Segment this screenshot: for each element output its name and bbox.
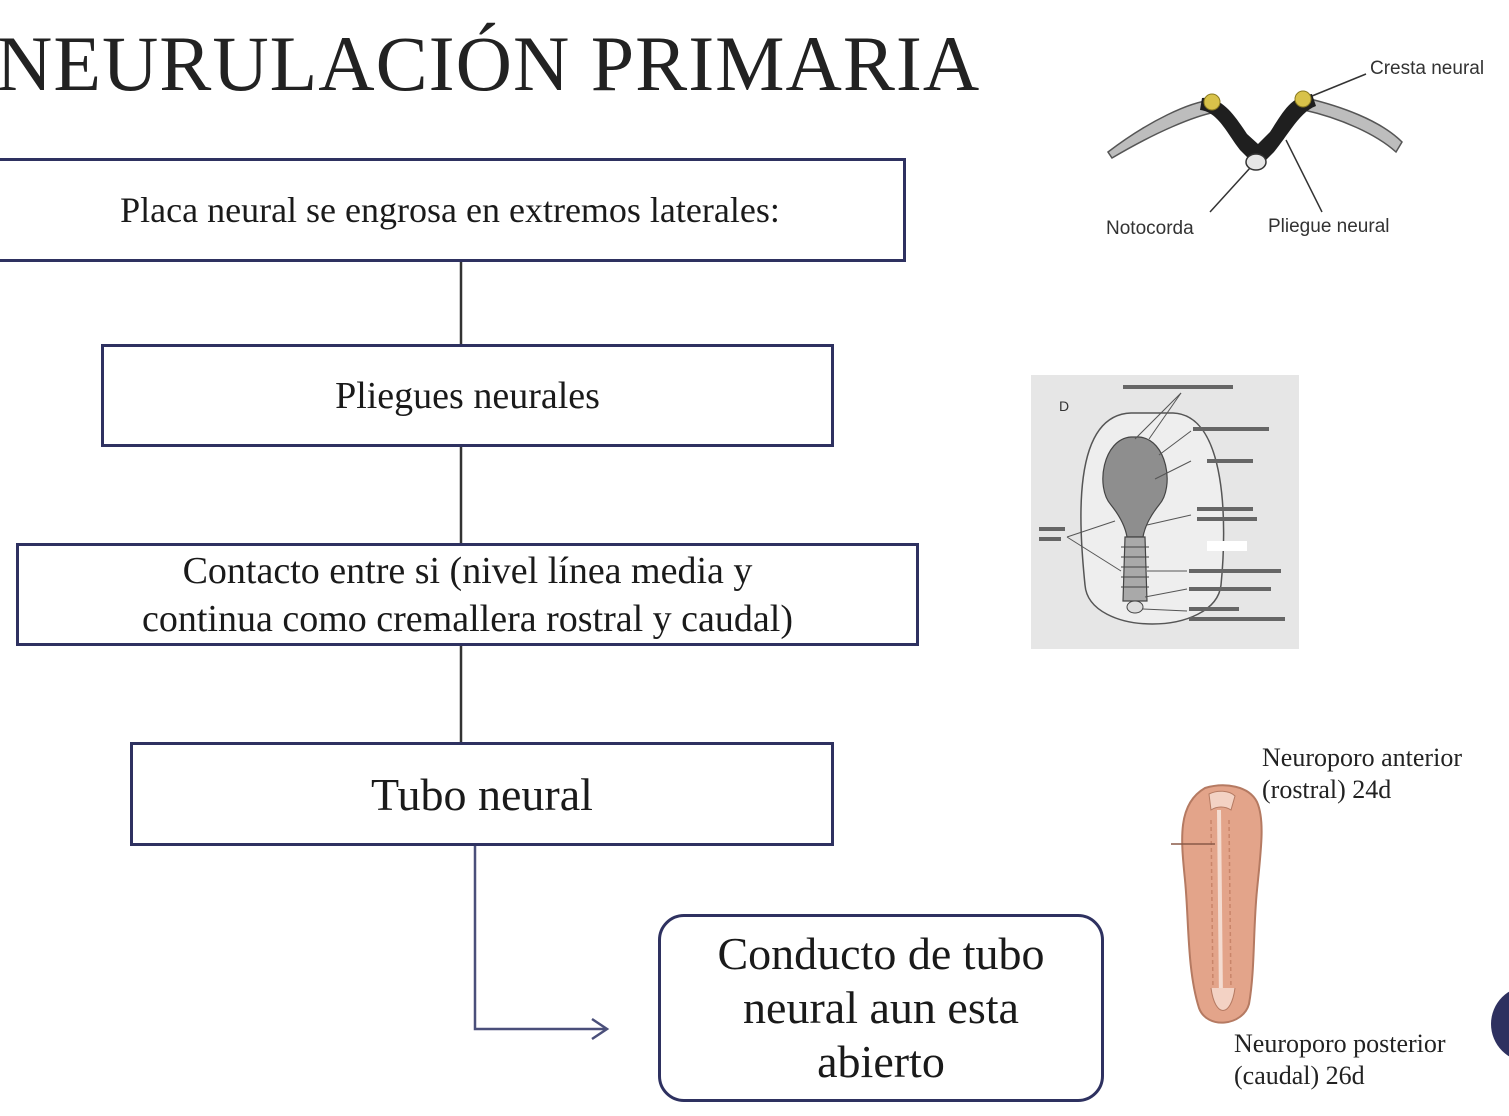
neural-groove [1217,809,1223,1001]
leader [1142,608,1188,612]
label-neuroporo-posterior: Neuroporo posterior (caudal) 26d [1234,1028,1446,1092]
leader-notocorda [1209,167,1251,213]
neural-fold-cross-section-figure [1106,73,1403,213]
tiny-label [1189,607,1239,611]
step-conducto-line1: Conducto de tubo [717,928,1045,979]
label-cresta-neural: Cresta neural [1370,58,1485,79]
anterior-neuropore [1208,790,1236,811]
step-tubo-neural: Tubo neural [130,742,834,846]
leader [1158,430,1192,456]
ectoderm-left [1106,99,1217,160]
ectoderm-right [1303,97,1403,154]
leader [1066,536,1122,572]
white-patch [1207,541,1247,551]
leader [1146,514,1192,526]
label-notocorda: Notocorda [1106,218,1194,239]
panel-letter: D [1059,398,1069,414]
step-pliegues-neurales: Pliegues neurales [101,344,834,447]
tiny-label [1197,507,1253,511]
connector-4-5 [473,846,606,1031]
label-pliegue-neural: Pliegue neural [1268,216,1390,237]
neural-plate [1200,94,1316,168]
leader [1134,392,1182,440]
tiny-label [1189,587,1271,591]
neural-tube-caudal [1122,536,1148,602]
neural-crest-right [1294,90,1312,108]
tiny-label [1189,617,1285,621]
tiny-label [1123,385,1233,389]
leader [1144,588,1188,598]
step-tubo-neural-text: Tubo neural [371,768,593,820]
somites-left [1210,819,1214,993]
label-neuroporo-anterior: Neuroporo anterior (rostral) 24d [1262,742,1462,806]
arrow-head [591,1017,610,1041]
tiny-label [1039,537,1061,541]
notochord [1245,153,1267,171]
leader-cresta [1311,73,1367,97]
step-conducto-abierto: Conducto de tubo neural aun esta abierto [658,914,1104,1102]
tiny-label [1189,569,1281,573]
tiny-label [1207,459,1253,463]
page-title: NEURULACIÓN PRIMARIA [0,20,981,107]
leader [1154,460,1192,480]
step-contacto: Contacto entre si (nivel línea media y c… [16,543,919,646]
label-neuroporo-posterior-line2: (caudal) 26d [1234,1061,1365,1090]
tiny-label [1197,517,1257,521]
posterior-neuropore [1210,987,1236,1011]
label-neuroporo-anterior-line1: Neuroporo anterior [1262,743,1462,772]
step-contacto-line2: continua como cremallera rostral y cauda… [142,597,793,640]
leader [1066,520,1116,538]
step-conducto-line3: abierto [817,1036,945,1087]
somites-right [1228,819,1232,993]
step-conducto-line2: neural aun esta [743,982,1019,1033]
leader [1148,392,1182,440]
step-pliegues-neurales-text: Pliegues neurales [335,374,600,417]
primitive-node [1126,600,1144,614]
embryo-dorsal-view-figure: D [1031,375,1299,649]
tiny-label [1039,527,1065,531]
corner-circle-decoration [1491,991,1509,1057]
corner-circle [1491,991,1509,1057]
step-placa-neural: Placa neural se engrosa en extremos late… [0,158,906,262]
tiny-label [1193,427,1269,431]
leader-pliegue [1285,139,1323,213]
neural-crest-left [1203,93,1221,111]
step-placa-neural-text: Placa neural se engrosa en extremos late… [120,190,780,230]
embryo-neuropores-figure [1171,784,1263,1024]
label-neuroporo-posterior-line1: Neuroporo posterior [1234,1029,1446,1058]
label-neuroporo-anterior-line2: (rostral) 24d [1262,775,1392,804]
step-contacto-line1: Contacto entre si (nivel línea media y [182,549,753,592]
